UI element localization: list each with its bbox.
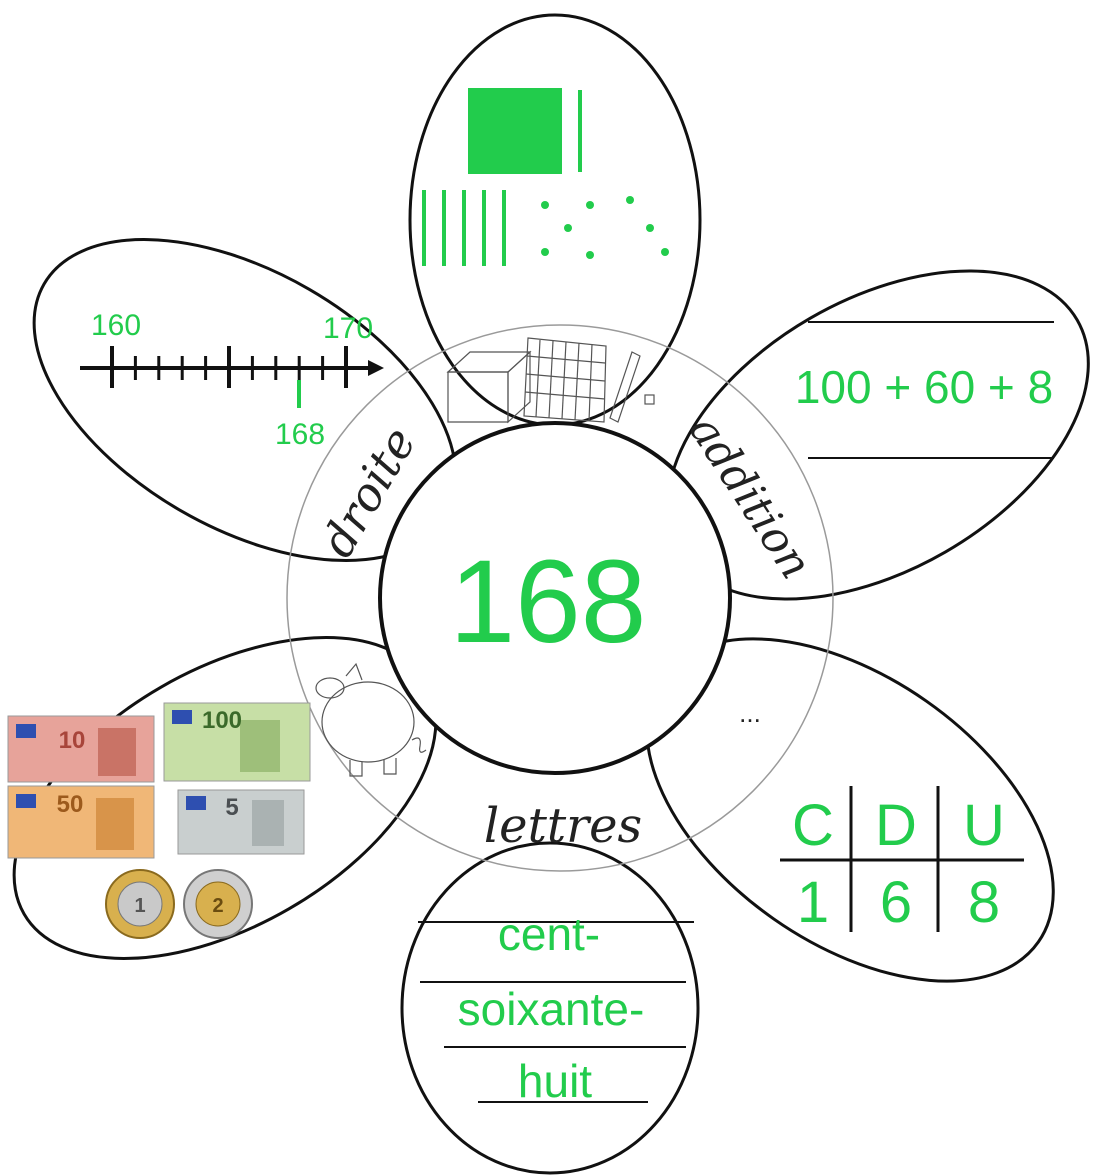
banknote-10: 10: [7, 715, 155, 783]
piggy-bank-icon: [315, 662, 427, 777]
unit-dot: [626, 196, 634, 204]
pv-header-u: U: [963, 793, 1005, 858]
money-representation: 10 100 50 5 1 2: [7, 702, 311, 939]
ring-label-other: ...: [739, 698, 761, 728]
number-in-words: cent- soixante- huit: [418, 908, 694, 1107]
base-ten-blocks-icon: [446, 337, 655, 424]
center-number: 168: [450, 536, 647, 668]
label-ring: [286, 324, 834, 872]
petal-bottom: [400, 841, 700, 1175]
unit-dot: [541, 201, 549, 209]
petal-top: [408, 13, 702, 427]
banknote-50: 50: [7, 785, 155, 859]
unit-dot: [541, 248, 549, 256]
pv-digit-c: 1: [797, 870, 829, 935]
number-line-mark: 168: [275, 418, 325, 451]
unit-dot: [586, 251, 594, 259]
unit-dot: [564, 224, 572, 232]
blocks-representation: [422, 88, 669, 266]
banknote-100: 100: [163, 702, 311, 782]
svg-text:100: 100: [202, 707, 242, 734]
number-line: 160 170 168: [80, 309, 384, 451]
svg-text:2: 2: [212, 895, 223, 917]
svg-text:10: 10: [59, 727, 86, 754]
banknote-5: 5: [177, 789, 305, 855]
svg-text:50: 50: [57, 791, 84, 818]
number-line-end: 170: [323, 312, 373, 345]
pv-digit-d: 6: [880, 870, 912, 935]
ring-label-lettres: lettres: [484, 798, 642, 854]
pv-header-d: D: [875, 793, 917, 858]
addition-expression: 100 + 60 + 8: [795, 361, 1053, 413]
coin-2-euro: 2: [183, 869, 253, 939]
unit-dot: [586, 201, 594, 209]
words-line-3: huit: [518, 1055, 592, 1107]
addition-box: 100 + 60 + 8: [795, 321, 1054, 459]
pv-digit-u: 8: [968, 870, 1000, 935]
words-line-2: soixante-: [458, 983, 645, 1035]
place-value-table: C D U 1 6 8: [780, 786, 1024, 935]
unit-dots: [541, 196, 669, 259]
svg-text:5: 5: [225, 794, 238, 821]
words-line-1: cent-: [498, 908, 600, 960]
number-line-start: 160: [91, 309, 141, 342]
svg-text:1: 1: [134, 895, 145, 917]
coin-1-euro: 1: [105, 869, 175, 939]
unit-dot: [661, 248, 669, 256]
ten-rods: [422, 90, 582, 266]
pv-header-c: C: [792, 793, 834, 858]
unit-dot: [646, 224, 654, 232]
center-circle: [378, 421, 732, 775]
hundred-block: [468, 88, 562, 174]
